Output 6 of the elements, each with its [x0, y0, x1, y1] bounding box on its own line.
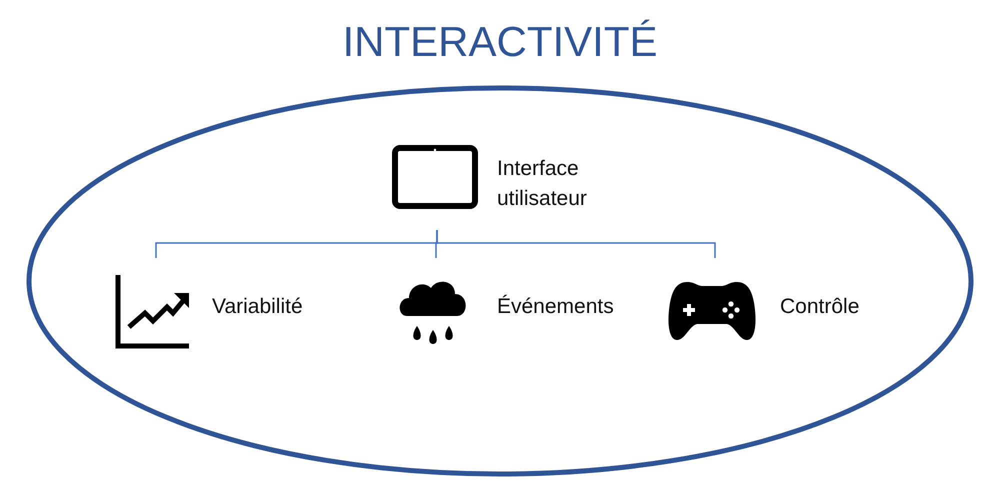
- node-label: Contrôle: [780, 294, 860, 320]
- node-label: INTERACTIVITÉ: [341, 18, 659, 66]
- node-label: Variabilité: [212, 294, 304, 320]
- node-label: Événements: [497, 294, 615, 320]
- connector-line: [436, 230, 716, 258]
- node-label: Interface utilisateur: [497, 156, 588, 212]
